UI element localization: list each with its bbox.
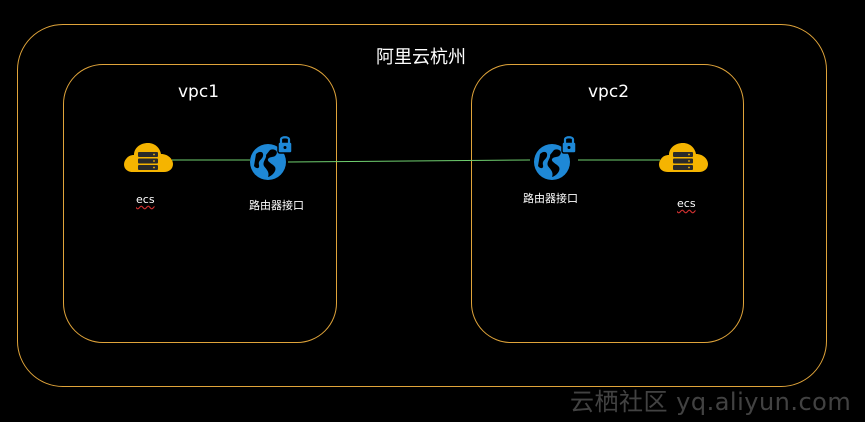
vpc2-boundary — [471, 64, 744, 343]
cloud-server-icon — [124, 143, 173, 172]
vpc1-title: vpc1 — [178, 82, 220, 102]
cloud-server-icon — [659, 143, 708, 172]
vpc1-boundary — [63, 64, 337, 343]
globe-lock-icon — [250, 136, 293, 180]
router1-label: 路由器接口 — [249, 199, 304, 212]
link-router1-router2 — [287, 159, 531, 163]
globe-lock-icon — [534, 136, 577, 180]
region-title: 阿里云杭州 — [376, 47, 466, 68]
ecs1-label: ecs — [136, 193, 155, 206]
router2-label: 路由器接口 — [523, 192, 578, 205]
watermark: 云栖社区 yq.aliyun.com — [570, 388, 852, 416]
ecs2-label: ecs — [677, 197, 696, 210]
vpc2-title: vpc2 — [588, 82, 630, 102]
region-hangzhou-boundary — [17, 24, 827, 387]
